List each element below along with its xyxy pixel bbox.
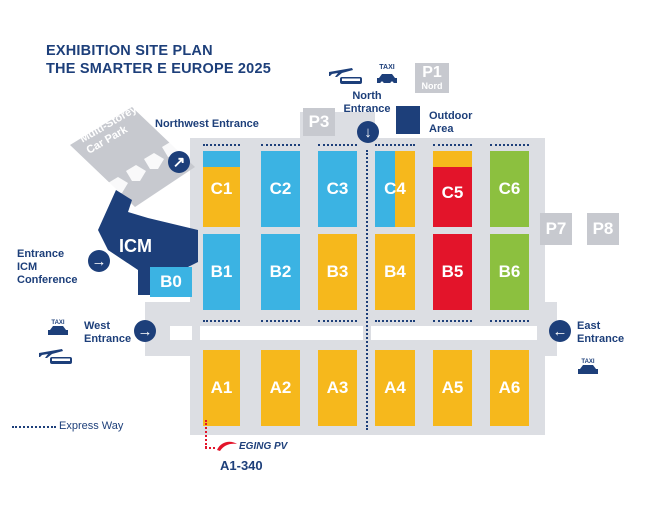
- hall-a5[interactable]: A5: [433, 350, 472, 426]
- parking-p7[interactable]: P7: [540, 213, 572, 245]
- hall-a3-label: A3: [326, 378, 349, 397]
- taxi-west-icon: TAXI: [48, 320, 68, 335]
- east-entrance-label: East Entrance: [577, 320, 625, 345]
- parking-p1-sub: Nord: [421, 81, 443, 91]
- hall-c3[interactable]: C3: [318, 151, 357, 227]
- east-entrance-arrow-icon[interactable]: ←: [549, 320, 571, 342]
- expressway-b6: [490, 320, 529, 322]
- hall-a2[interactable]: A2: [261, 350, 300, 426]
- expressway-c4: [375, 144, 415, 146]
- exhibitor-pointer-line-h: [205, 447, 215, 449]
- bus-west-icon: [50, 357, 72, 364]
- hall-b0[interactable]: B0: [150, 267, 192, 297]
- expressway-b3: [318, 320, 357, 322]
- legend-expressway-label: Express Way: [59, 420, 124, 432]
- outdoor-area-label: Outdoor Area: [429, 110, 473, 135]
- hall-b2[interactable]: B2: [261, 234, 300, 310]
- hall-c2[interactable]: C2: [261, 151, 300, 227]
- hall-b1-label: B1: [210, 262, 233, 281]
- svg-text:TAXI: TAXI: [581, 359, 595, 365]
- expressway-c1: [203, 144, 240, 146]
- expressway-b5: [433, 320, 472, 322]
- hall-b3-label: B3: [326, 262, 349, 281]
- hall-a3[interactable]: A3: [318, 350, 357, 426]
- svg-text:TAXI: TAXI: [51, 320, 65, 326]
- expressway-c6: [490, 144, 529, 146]
- north-entrance-label: North Entrance: [343, 90, 391, 115]
- hall-a2-label: A2: [269, 378, 292, 397]
- parking-p8-label: P8: [592, 219, 614, 238]
- expressway-c5: [433, 144, 472, 146]
- map-title: EXHIBITION SITE PLAN THE SMARTER E EUROP…: [46, 42, 271, 78]
- parking-p1[interactable]: P1 Nord: [415, 63, 449, 93]
- walkway-strip-right: [371, 326, 537, 340]
- hall-a6-label: A6: [498, 378, 521, 397]
- car-park-shape: [70, 107, 195, 207]
- title-line-1: EXHIBITION SITE PLAN: [46, 43, 213, 59]
- expressway-b4: [375, 320, 415, 322]
- hall-c6-label: C6: [498, 179, 521, 198]
- hall-a4-label: A4: [384, 378, 406, 397]
- parking-p7-label: P7: [545, 219, 567, 238]
- hall-c5-label: C5: [441, 183, 464, 202]
- hall-a6[interactable]: A6: [490, 350, 529, 426]
- parking-p1-label: P1: [422, 64, 442, 81]
- title-line-2: THE SMARTER E EUROPE 2025: [46, 61, 271, 77]
- icm-label: ICM: [119, 236, 152, 256]
- hall-c4[interactable]: C4: [375, 151, 415, 227]
- expressway-b2: [261, 320, 300, 322]
- airplane-icon: [329, 68, 353, 77]
- expressway-c3: [318, 144, 357, 146]
- hall-a5-label: A5: [441, 378, 464, 397]
- parking-p3[interactable]: P3: [303, 108, 335, 136]
- hall-c6[interactable]: C6: [490, 151, 529, 227]
- northwest-entrance-arrow-icon[interactable]: ↗: [168, 151, 190, 173]
- taxi-top-label: TAXI: [379, 64, 395, 71]
- hall-b6[interactable]: B6: [490, 234, 529, 310]
- hall-a1[interactable]: A1: [203, 350, 240, 426]
- legend-expressway-line: [12, 426, 56, 428]
- exhibitor-logo-icon: [217, 441, 237, 451]
- parking-p3-label: P3: [308, 112, 330, 131]
- hall-c1-label: C1: [210, 179, 233, 198]
- parking-p8[interactable]: P8: [587, 213, 619, 245]
- northwest-entrance-label: Northwest Entrance: [155, 118, 259, 130]
- exhibitor-pointer-line: [205, 420, 207, 448]
- hall-b5-label: B5: [441, 262, 464, 281]
- hall-b6-label: B6: [498, 262, 521, 281]
- bus-icon: [340, 77, 362, 84]
- taxi-top: TAXI: [377, 64, 397, 89]
- taxi-car-icon: [377, 74, 397, 85]
- expressway-vertical: [366, 150, 368, 430]
- hall-c3-label: C3: [326, 179, 349, 198]
- west-entrance-arrow-icon[interactable]: →: [134, 320, 156, 342]
- icm-entrance-label: Entrance ICM Conference: [17, 248, 78, 286]
- airplane-west-icon: [39, 349, 63, 358]
- hall-c5-top: [433, 151, 472, 167]
- hall-b2-label: B2: [269, 262, 292, 281]
- hall-b4[interactable]: B4: [375, 234, 415, 310]
- hall-b5[interactable]: B5: [433, 234, 472, 310]
- outdoor-area-block: [396, 106, 420, 134]
- hall-b3[interactable]: B3: [318, 234, 357, 310]
- hall-c4-label: C4: [384, 179, 406, 198]
- hall-c2-label: C2: [269, 179, 292, 198]
- hall-a4[interactable]: A4: [375, 350, 415, 426]
- north-entrance-arrow-icon[interactable]: ↓: [357, 121, 379, 143]
- walkway-strip-left: [200, 326, 363, 340]
- hall-a1-label: A1: [210, 378, 233, 397]
- icm-entrance-arrow-icon[interactable]: →: [88, 250, 110, 272]
- expressway-c2: [261, 144, 300, 146]
- exhibitor-brand: EGING PV: [239, 441, 288, 452]
- taxi-east-icon: TAXI: [578, 359, 598, 374]
- expressway-b1: [203, 320, 240, 322]
- walkway-strip-west: [170, 326, 192, 340]
- hall-b4-label: B4: [384, 262, 406, 281]
- hall-b0-label: B0: [160, 272, 182, 291]
- hall-c1-top: [203, 151, 240, 167]
- hall-b1[interactable]: B1: [203, 234, 240, 310]
- west-entrance-label: West Entrance: [84, 320, 132, 345]
- exhibitor-booth: A1-340: [220, 458, 263, 473]
